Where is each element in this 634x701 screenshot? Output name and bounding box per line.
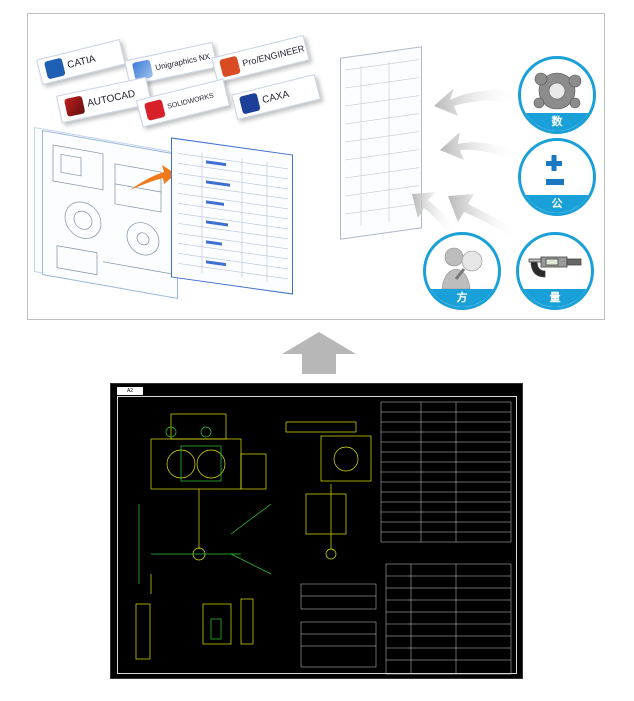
catia-card: CATIA <box>36 38 126 86</box>
badge-parts-data: 数 <box>518 56 596 134</box>
autocad-label: AUTOCAD <box>86 88 137 109</box>
blueprint-sheet <box>42 130 178 299</box>
solidworks-logo-icon <box>143 99 166 121</box>
badge-measure: 量 <box>516 232 594 310</box>
badge-method: 方 <box>423 232 501 310</box>
badge-parts-caption: 数 <box>521 113 593 131</box>
catia-label: CATIA <box>66 53 97 71</box>
badge-tolerance: 公 <box>518 138 596 216</box>
nx-label: Unigraphics NX <box>154 51 211 72</box>
badge-tolerance-caption: 公 <box>521 195 593 213</box>
catia-logo-icon <box>43 57 66 80</box>
form-lines-icon <box>345 59 419 226</box>
proe-card: Pro/ENGINEER <box>211 34 310 84</box>
person-magnifier-icon <box>441 247 483 290</box>
solidworks-card: SOLIDWORKS <box>135 78 231 128</box>
convert-arrow-icon <box>130 165 176 190</box>
caxa-card: CAXA <box>231 73 321 121</box>
flow-arrows-icon <box>412 88 520 242</box>
caxa-label: CAXA <box>261 88 291 106</box>
cad-drawing: A2 <box>110 383 523 679</box>
drawing-frame <box>117 396 517 674</box>
proe-label: Pro/ENGINEER <box>241 43 306 69</box>
tolerance-icon <box>546 155 564 185</box>
drawing-sheet-tag: A2 <box>117 387 143 395</box>
process-card-sheet <box>340 46 422 240</box>
overview-panel: CATIA Unigraphics NX Pro/ENGINEER AUTOCA… <box>27 13 605 320</box>
badge-method-caption: 方 <box>426 289 498 307</box>
badge-measure-caption: 量 <box>519 289 591 307</box>
table-lines-icon <box>178 152 288 282</box>
gear-parts-icon <box>533 72 582 110</box>
up-arrow-icon <box>282 332 356 374</box>
blueprint-drawing-icon <box>52 144 171 276</box>
micrometer-icon <box>528 256 582 278</box>
caxa-logo-icon <box>238 92 261 115</box>
parts-list-sheet <box>171 137 293 295</box>
solidworks-label: SOLIDWORKS <box>166 91 215 111</box>
autocad-logo-icon <box>63 95 86 117</box>
hoist-drawing-icon <box>135 401 512 675</box>
proe-logo-icon <box>219 55 241 78</box>
